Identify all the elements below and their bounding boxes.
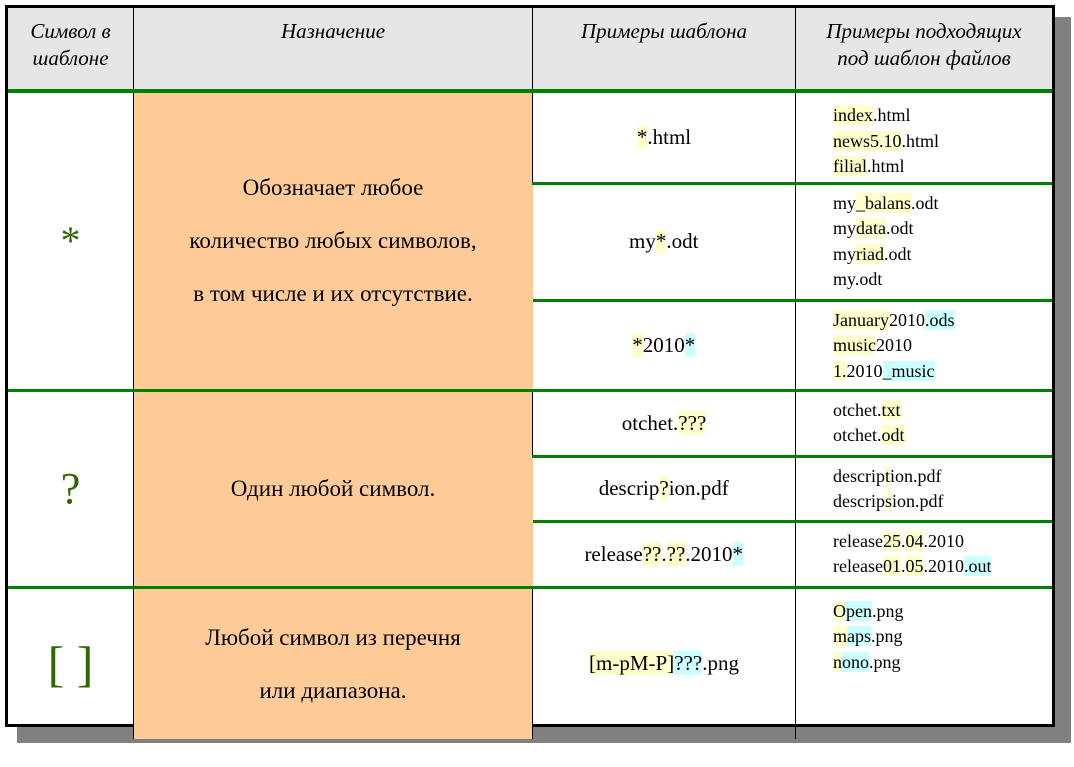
file-name: myriad.odt bbox=[833, 243, 912, 264]
file-name: nono.png bbox=[833, 651, 901, 672]
matching-files: January2010.ods music2010 1.2010_music bbox=[795, 300, 1052, 392]
description-line: количество любых символов, bbox=[189, 228, 477, 254]
file-name: otchet.txt bbox=[833, 399, 901, 420]
table-row: ? Один любой символ. otchet.??? otchet.t… bbox=[8, 390, 1052, 589]
file-name: otchet.odt bbox=[833, 425, 905, 445]
description-line: или диапазона. bbox=[259, 677, 407, 703]
file-name: January2010.ods bbox=[833, 309, 955, 330]
table-row: descrip?ion.pdf description.pdf descrips… bbox=[8, 456, 1052, 523]
matching-files: otchet.txt otchet.odt bbox=[795, 390, 1052, 458]
file-name: release01.05.2010.out bbox=[833, 556, 992, 576]
table-row: [ ] Любой символ из перечня или диапазон… bbox=[8, 587, 1052, 739]
pattern-example: otchet.??? bbox=[532, 390, 796, 458]
table-row: release??.??.2010* release25.04.2010 rel… bbox=[8, 521, 1052, 589]
description-line: Любой символ из перечня bbox=[205, 624, 461, 650]
pattern-example: *.html bbox=[532, 91, 796, 185]
header-symbol: Символ в шаблоне bbox=[8, 8, 134, 93]
pattern-example: my*.odt bbox=[532, 183, 796, 302]
pattern-literal: .html bbox=[647, 124, 692, 149]
description-star: Обозначает любое количество любых символ… bbox=[133, 91, 533, 392]
file-name: mydata.odt bbox=[833, 218, 914, 238]
pattern-example: *2010* bbox=[532, 300, 796, 392]
symbol-question: ? bbox=[8, 390, 134, 589]
header-symbol-line1: Символ в bbox=[30, 19, 111, 43]
header-files: Примеры подходящих под шаблон файлов bbox=[795, 8, 1052, 93]
file-name: my.odt bbox=[833, 269, 883, 289]
file-name: description.pdf bbox=[833, 465, 942, 486]
matching-files: description.pdf descripsion.pdf bbox=[795, 456, 1052, 523]
file-name: Open.png bbox=[833, 600, 904, 621]
matching-files: my_balans.odt mydata.odt myriad.odt my.o… bbox=[795, 183, 1052, 302]
file-name: index.html bbox=[833, 105, 911, 125]
symbol-brackets: [ ] bbox=[47, 635, 94, 692]
description-brackets: Любой символ из перечня или диапазона. bbox=[133, 587, 533, 739]
pattern-wildcard: * bbox=[655, 229, 667, 253]
table-row: *2010* January2010.ods music2010 1.2010_… bbox=[8, 300, 1052, 392]
table-row: * Обозначает любое количество любых симв… bbox=[8, 91, 1052, 392]
file-name: music2010 bbox=[833, 335, 912, 355]
header-row: Символ в шаблоне Назначение Примеры шабл… bbox=[8, 8, 1052, 93]
symbol-star: * bbox=[8, 91, 134, 392]
description-line: Обозначает любое bbox=[242, 175, 424, 201]
matching-files: Open.png maps.png nono.png bbox=[795, 587, 1052, 739]
description-line: в том числе и их отсутствие. bbox=[193, 281, 473, 307]
description-question: Один любой символ. bbox=[133, 390, 533, 589]
pattern-example: release??.??.2010* bbox=[532, 521, 796, 589]
file-name: descripsion.pdf bbox=[833, 491, 944, 511]
header-symbol-line2: шаблоне bbox=[32, 46, 109, 70]
file-name: news5.10.html bbox=[833, 130, 940, 151]
file-name: my_balans.odt bbox=[833, 192, 939, 213]
header-files-line1: Примеры подходящих bbox=[826, 19, 1022, 43]
file-name: 1.2010_music bbox=[833, 360, 935, 381]
pattern-example: [m-pM-P]???.png bbox=[532, 587, 796, 739]
wildcard-table: Символ в шаблоне Назначение Примеры шабл… bbox=[8, 8, 1052, 739]
table-row: my*.odt my_balans.odt mydata.odt myriad.… bbox=[8, 183, 1052, 302]
pattern-example: descrip?ion.pdf bbox=[532, 456, 796, 523]
matching-files: index.html news5.10.html filial.html bbox=[795, 91, 1052, 185]
file-name: maps.png bbox=[833, 626, 903, 646]
header-purpose: Назначение bbox=[133, 8, 533, 93]
pattern-wildcard: * bbox=[636, 124, 648, 149]
header-files-line2: под шаблон файлов bbox=[837, 46, 1011, 70]
wildcard-table-frame: Символ в шаблоне Назначение Примеры шабл… bbox=[5, 5, 1055, 739]
matching-files: release25.04.2010 release01.05.2010.out bbox=[795, 521, 1052, 589]
header-patterns: Примеры шаблона bbox=[532, 8, 796, 93]
file-name: filial.html bbox=[833, 156, 905, 176]
file-name: release25.04.2010 bbox=[833, 530, 964, 551]
